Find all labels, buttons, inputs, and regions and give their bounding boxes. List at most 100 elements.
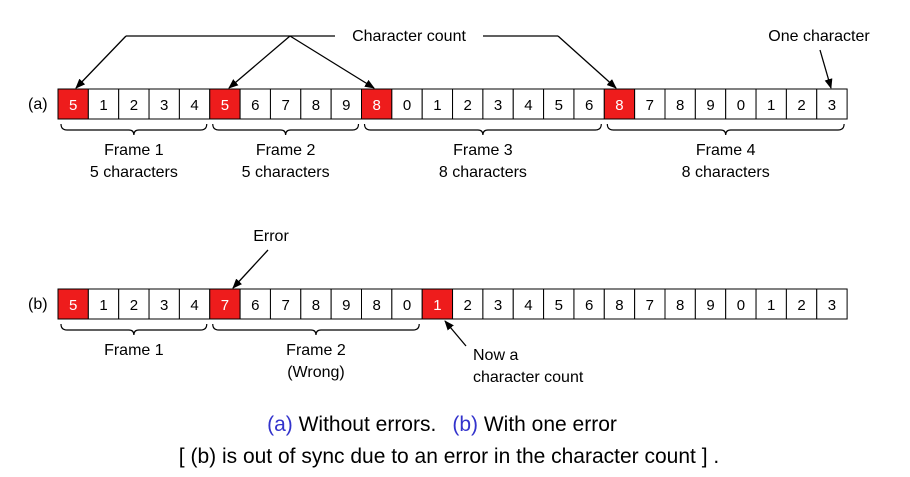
cell-value: 0: [403, 297, 411, 314]
cell-value: 9: [706, 97, 714, 114]
cell-value: 7: [646, 297, 654, 314]
cell-value: 8: [373, 297, 381, 314]
cell-value: 6: [585, 297, 593, 314]
data-cell: [543, 88, 575, 120]
count-cell-value: 8: [373, 97, 381, 114]
count-cell-value: 8: [615, 97, 623, 114]
cell-value: 1: [767, 97, 775, 114]
data-cell: [300, 88, 332, 120]
frame-title: Frame 2: [256, 142, 316, 159]
cell-value: 3: [828, 297, 836, 314]
data-cell: [634, 288, 666, 320]
frame-title: Frame 2: [286, 342, 346, 359]
cell-value: 6: [251, 97, 259, 114]
cell-value: 7: [281, 97, 289, 114]
data-cell: [785, 288, 818, 320]
row-b-frames: Frame 1 Frame 2 (Wrong): [60, 323, 420, 381]
data-cell: [87, 88, 120, 120]
data-cell: [391, 288, 423, 320]
caption-a-text: Without errors.: [293, 413, 437, 436]
frame-brace: [212, 123, 360, 136]
count-cell-value: 7: [221, 297, 229, 314]
cell-value: 3: [828, 97, 836, 114]
count-cell-value: 5: [69, 297, 77, 314]
cell-value: 9: [342, 97, 350, 114]
cell-value: 7: [281, 297, 289, 314]
arrow-to-frame1-count: [75, 35, 127, 89]
count-cell: [603, 88, 636, 120]
cell-value: 4: [524, 97, 532, 114]
data-cell: [755, 288, 787, 320]
cell-value: 2: [464, 97, 472, 114]
count-cell-value: 1: [433, 297, 441, 314]
data-cell: [87, 288, 120, 320]
count-cell-value: 5: [221, 97, 229, 114]
data-cell: [239, 88, 271, 120]
data-cell: [330, 288, 362, 320]
frame-title: Frame 1: [104, 342, 164, 359]
frame-brace: [60, 323, 208, 336]
data-cell: [664, 88, 696, 120]
cell-value: 8: [312, 297, 320, 314]
cell-value: 4: [190, 97, 198, 114]
data-cell: [300, 288, 332, 320]
arrow-to-new-count: [444, 320, 467, 347]
data-cell: [725, 288, 757, 320]
character-count-now-annotation: character count: [473, 369, 584, 386]
frame-subtitle: 5 characters: [90, 164, 178, 181]
data-cell: [512, 88, 545, 120]
frame-brace: [60, 123, 208, 136]
frame-subtitle: (Wrong): [287, 364, 345, 381]
cell-value: 5: [555, 297, 563, 314]
arrow-to-one-character: [819, 49, 833, 89]
cell-value: 0: [403, 97, 411, 114]
data-cell: [118, 288, 150, 320]
cell-value: 2: [464, 297, 472, 314]
cell-value: 0: [737, 97, 745, 114]
cell-value: 1: [767, 297, 775, 314]
data-cell: [816, 288, 848, 320]
arrow-to-frame4-count: [557, 35, 617, 89]
cell-value: 3: [494, 97, 502, 114]
cell-value: 2: [797, 297, 805, 314]
cell-value: 1: [433, 97, 441, 114]
cell-value: 4: [524, 297, 532, 314]
data-cell: [118, 88, 150, 120]
cell-value: 2: [130, 97, 138, 114]
frame-title: Frame 1: [104, 142, 164, 159]
data-cell: [178, 288, 211, 320]
count-cell-value: 5: [69, 97, 77, 114]
count-cell: [57, 288, 89, 320]
frame-subtitle: 8 characters: [682, 164, 770, 181]
arrow-to-error: [232, 249, 269, 289]
frame-title: Frame 4: [696, 142, 756, 159]
data-cell: [391, 88, 423, 120]
cell-value: 5: [555, 97, 563, 114]
data-cell: [330, 88, 362, 120]
data-cell: [178, 88, 211, 120]
data-cell: [634, 88, 666, 120]
data-cell: [512, 288, 545, 320]
data-cell: [664, 288, 696, 320]
data-cell: [421, 88, 454, 120]
caption-b-tag: (b): [452, 413, 478, 436]
frame-subtitle: 5 characters: [242, 164, 330, 181]
caption-b-text: With one error: [478, 413, 617, 436]
character-count-annotation: Character count: [352, 28, 466, 45]
cell-value: 9: [706, 297, 714, 314]
data-cell: [269, 88, 302, 120]
cell-value: 3: [160, 97, 168, 114]
cell-value: 1: [99, 297, 107, 314]
caption-line2: [ (b) is out of sync due to an error in …: [179, 445, 719, 468]
one-character-annotation: One character: [768, 28, 870, 45]
row-a-label: (a): [28, 96, 48, 113]
frame-subtitle: 8 characters: [439, 164, 527, 181]
data-cell: [694, 288, 727, 320]
cell-value: 3: [494, 297, 502, 314]
count-cell: [57, 88, 89, 120]
count-cell: [209, 88, 241, 120]
